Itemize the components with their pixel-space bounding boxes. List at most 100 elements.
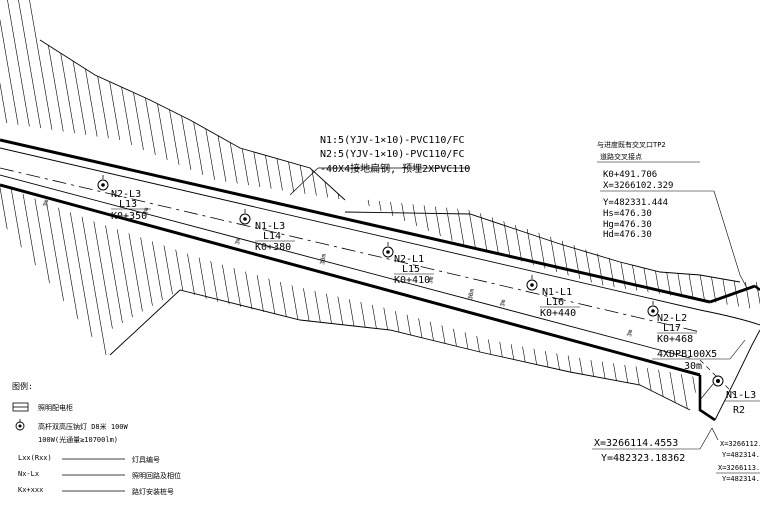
hatch-line: [557, 185, 652, 410]
legend-item4-text: 照明回路及相位: [132, 471, 181, 480]
legend-item5-sym: Kx+xxx: [18, 486, 43, 494]
lamp-5-chainage: K0+468: [657, 334, 693, 345]
hatch-line: [626, 198, 721, 310]
hatch-line: [623, 185, 700, 410]
hatch-line: [670, 198, 760, 310]
hatch-line: [194, 185, 289, 410]
cable-note-line3: -40X4接地扁钢, 预埋2XPVC110: [320, 162, 470, 175]
end-lamp-leader: [699, 383, 714, 401]
hatch-line: [681, 198, 760, 310]
end-lamp-circuit: N1-L3: [726, 390, 756, 401]
cable-note-leader-arrow: [289, 167, 319, 196]
road-edge-curve: [699, 309, 760, 326]
hatch-line: [260, 185, 355, 410]
lamp-4[interactable]: N1-L1 L16 K0+440 3m: [499, 275, 580, 319]
lamp-3[interactable]: N2-L1 L15 K0+410 3m: [382, 242, 435, 286]
hatch-line: [549, 198, 644, 310]
hatch-line: [450, 198, 545, 310]
hatch-line: [689, 185, 700, 410]
hatch-line: [0, 185, 80, 410]
hatch-line: [51, 185, 146, 410]
hatch-line: [14, 0, 109, 200]
hatch-line: [458, 185, 553, 410]
lamp-1-chainage: K0+350: [111, 211, 147, 222]
junction-leader: [713, 190, 749, 291]
lamp-1-side: 3m: [142, 207, 150, 216]
hatch-line: [615, 198, 710, 310]
hatch-line: [560, 198, 655, 310]
upper-slope-boundary: [39, 39, 346, 201]
hatch-line: [524, 185, 619, 410]
hatch-line: [157, 0, 252, 200]
lamp-3-phase: L15: [402, 264, 420, 275]
lamp-2-chainage: K0+380: [255, 242, 291, 253]
pipe-length: 30m: [684, 361, 702, 372]
hatch-line: [436, 185, 531, 410]
hatch-line: [0, 0, 87, 200]
hatch-line: [36, 0, 131, 200]
coord-a-y: Y=482323.18362: [601, 453, 685, 464]
hatch-line: [502, 185, 597, 410]
lamp-5-phase: L17: [663, 323, 681, 334]
hatch-line: [428, 198, 523, 310]
hatch-line: [18, 185, 113, 410]
road-edge-bottom-thin: [0, 174, 691, 359]
lamp-2[interactable]: N1-L3 L14 K0+380 3m: [234, 209, 295, 253]
hatch-line: [183, 185, 278, 410]
hatch-line: [472, 198, 567, 310]
hatch-line: [590, 185, 685, 410]
hatch-line: [634, 185, 700, 410]
hatch-line: [601, 185, 696, 410]
lamp-4-circuit: N1-L1: [542, 287, 572, 298]
hatch-line: [128, 185, 223, 410]
hatch-line: [271, 185, 366, 410]
hatch-line: [300, 0, 345, 200]
upper-right-slope-boundary: [344, 211, 741, 283]
road-edge-top-thick: [0, 138, 711, 304]
hatch-line: [571, 198, 666, 310]
hatch-line: [527, 198, 622, 310]
lamp-3-circuit: N2-L1: [394, 254, 424, 265]
coord-a-x: X=3266114.4553: [594, 438, 678, 449]
hatch-line: [678, 185, 700, 410]
coord-b-x2: X=3266113.23: [718, 464, 760, 472]
mark-left: 3m: [42, 199, 50, 208]
hatch-line: [135, 0, 230, 200]
lamp-1[interactable]: N2-L3 L13 K0+350 3m: [97, 175, 151, 222]
hatch-line: [712, 0, 760, 507]
coord-b-y2: Y=482314.25: [722, 475, 760, 483]
hatch-line: [179, 0, 274, 200]
hatch-line: [146, 0, 241, 200]
end-lamp-phase: R2: [733, 405, 745, 416]
hatch-line: [0, 185, 14, 410]
junction-chainage: K0+491.706: [603, 170, 657, 180]
lamp-5[interactable]: N2-L2 L17 K0+468 3m: [626, 301, 697, 345]
hatch-line: [513, 185, 608, 410]
legend-item3-text: 灯具编号: [132, 455, 160, 464]
hatch-line: [289, 0, 345, 200]
hatch-line: [703, 198, 760, 310]
lower-slope-boundary: [109, 289, 691, 411]
hatch-line: [190, 0, 285, 200]
junction-curve-right: [714, 329, 760, 421]
hatch-line: [656, 185, 700, 410]
pipe-leader: [729, 339, 746, 360]
road-centerline: [0, 167, 701, 333]
hatch-line: [84, 185, 179, 410]
legend-item2a: 高杆双高压钠灯 D8米 100W: [38, 422, 129, 431]
hatch-line: [604, 198, 699, 310]
hatch-line: [637, 198, 732, 310]
lamp-2-phase: L14: [263, 231, 281, 242]
legend-item5-text: 路灯安装桩号: [132, 487, 174, 496]
coord-b-y1: Y=482314.14: [722, 451, 760, 459]
hatch-line: [612, 185, 700, 410]
road-edge-top-thin: [0, 147, 701, 311]
hatch-line: [425, 185, 520, 410]
hatch-line: [491, 185, 586, 410]
end-lamp[interactable]: [712, 375, 724, 387]
hatch-line: [0, 185, 91, 410]
junction-hd: Hd=476.30: [603, 230, 652, 240]
hatch-line: [494, 198, 589, 310]
hatch-line: [223, 0, 318, 200]
hatch-line: [692, 198, 760, 310]
